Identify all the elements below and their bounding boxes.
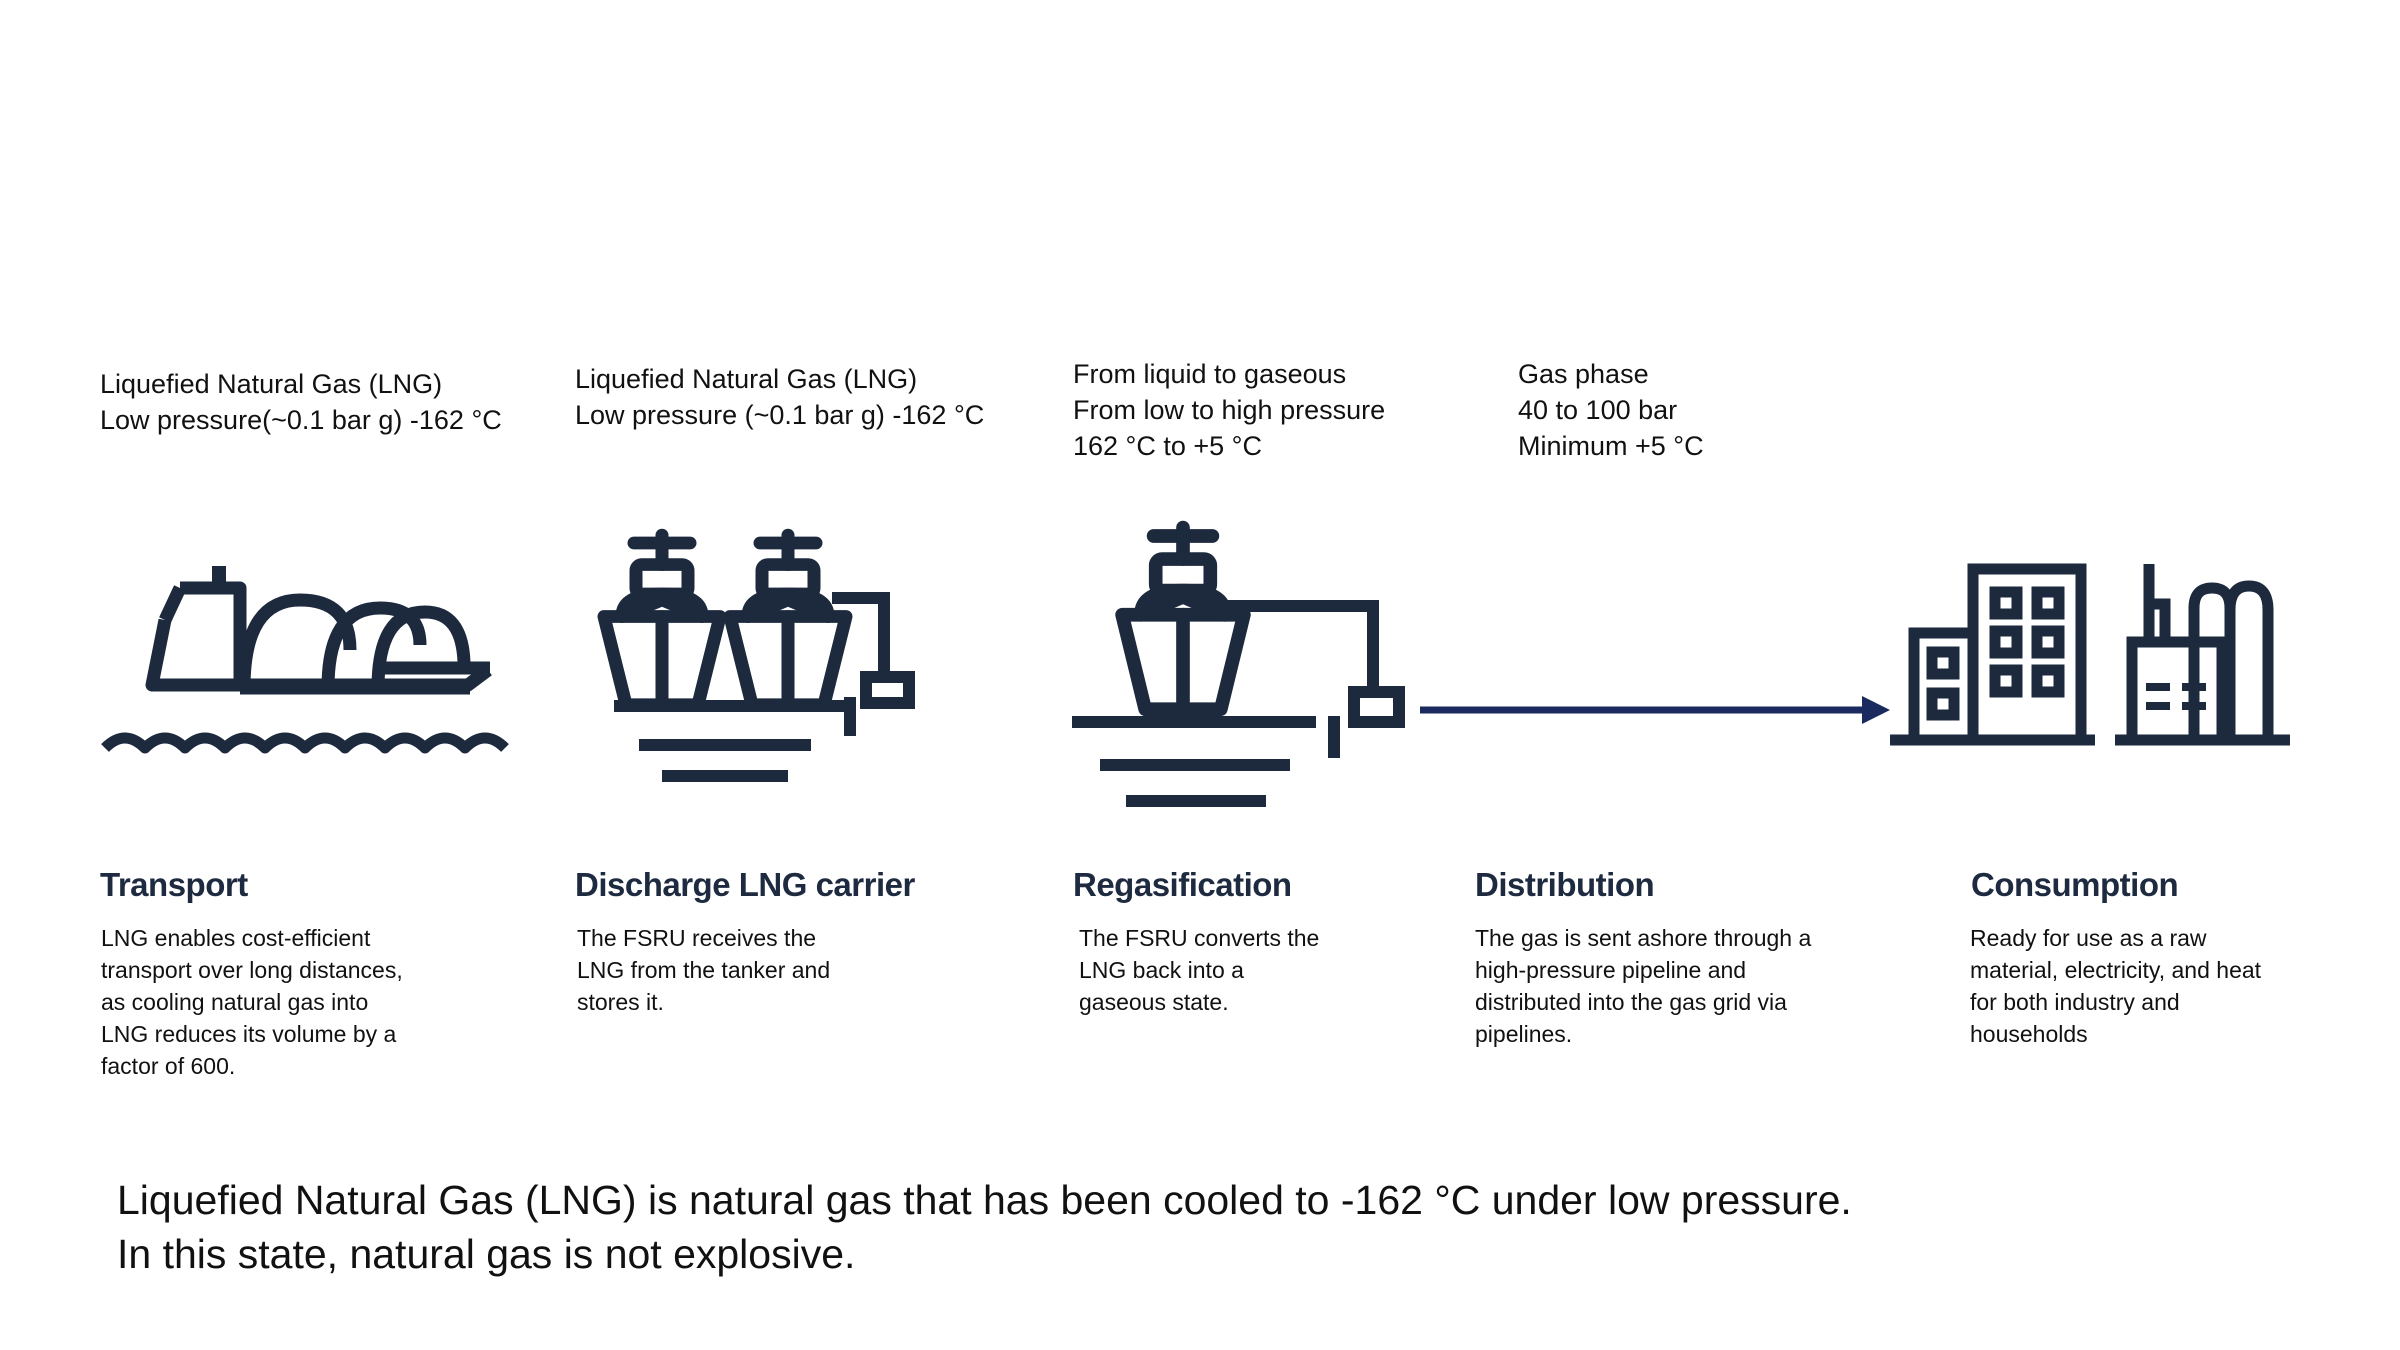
description-line: for both industry and: [1970, 989, 2180, 1015]
condition-line: From low to high pressure: [1073, 395, 1386, 425]
step-title-consumption: Consumption: [1971, 866, 2179, 903]
buildings-factory-icon: [1890, 563, 2290, 746]
pipeline-arrow-icon: [1420, 696, 1890, 724]
description-line: LNG from the tanker and: [577, 957, 831, 983]
description-line: gaseous state.: [1079, 989, 1229, 1015]
description-line: stores it.: [577, 989, 664, 1015]
description-line: transport over long distances,: [101, 957, 403, 983]
description-line: households: [1970, 1021, 2088, 1047]
step-title-transport: Transport: [100, 866, 248, 903]
description-line: LNG enables cost-efficient: [101, 925, 371, 951]
lng-tanker-ship-icon: [101, 566, 509, 754]
fsru-ship-icon: [1072, 528, 1405, 807]
step-description-distribution: The gas is sent ashore through a high-pr…: [1475, 922, 1811, 1050]
summary-line: Liquefied Natural Gas (LNG) is natural g…: [117, 1177, 1852, 1223]
conditions-transport: Liquefied Natural Gas (LNG) Low pressure…: [100, 366, 502, 438]
condition-line: Low pressure(~0.1 bar g) -162 °C: [100, 405, 502, 435]
description-line: The gas is sent ashore through a: [1475, 925, 1812, 951]
condition-line: Gas phase: [1518, 359, 1649, 389]
ship-to-ship-transfer-icon: [604, 535, 915, 782]
conditions-regasification: From liquid to gaseous From low to high …: [1073, 356, 1385, 464]
condition-line: From liquid to gaseous: [1073, 359, 1347, 389]
condition-line: Liquefied Natural Gas (LNG): [100, 369, 443, 399]
condition-line: Liquefied Natural Gas (LNG): [575, 364, 918, 394]
conditions-distribution: Gas phase 40 to 100 bar Minimum +5 °C: [1518, 356, 1704, 464]
step-title-distribution: Distribution: [1475, 866, 1655, 903]
step-description-regasification: The FSRU converts the LNG back into a ga…: [1079, 922, 1319, 1018]
step-title-regasification: Regasification: [1073, 866, 1292, 903]
description-line: high-pressure pipeline and: [1475, 957, 1747, 983]
step-description-discharge: The FSRU receives the LNG from the tanke…: [577, 922, 830, 1018]
description-line: The FSRU converts the: [1079, 925, 1320, 951]
condition-line: Low pressure (~0.1 bar g) -162 °C: [575, 400, 985, 430]
condition-line: 40 to 100 bar: [1518, 395, 1678, 425]
description-line: material, electricity, and heat: [1970, 957, 2262, 983]
description-line: The FSRU receives the: [577, 925, 817, 951]
description-line: as cooling natural gas into: [101, 989, 369, 1015]
step-description-transport: LNG enables cost-efficient transport ove…: [101, 922, 403, 1082]
description-line: distributed into the gas grid via: [1475, 989, 1787, 1015]
summary-line: In this state, natural gas is not explos…: [117, 1231, 856, 1277]
step-description-consumption: Ready for use as a raw material, electri…: [1970, 922, 2261, 1050]
conditions-discharge: Liquefied Natural Gas (LNG) Low pressure…: [575, 361, 984, 433]
condition-line: Minimum +5 °C: [1518, 431, 1704, 461]
condition-line: 162 °C to +5 °C: [1073, 431, 1262, 461]
lng-summary: Liquefied Natural Gas (LNG) is natural g…: [117, 1173, 1852, 1281]
description-line: Ready for use as a raw: [1970, 925, 2207, 951]
description-line: LNG back into a: [1079, 957, 1244, 983]
description-line: LNG reduces its volume by a: [101, 1021, 397, 1047]
description-line: pipelines.: [1475, 1021, 1573, 1047]
description-line: factor of 600.: [101, 1053, 236, 1079]
step-title-discharge: Discharge LNG carrier: [575, 866, 915, 903]
